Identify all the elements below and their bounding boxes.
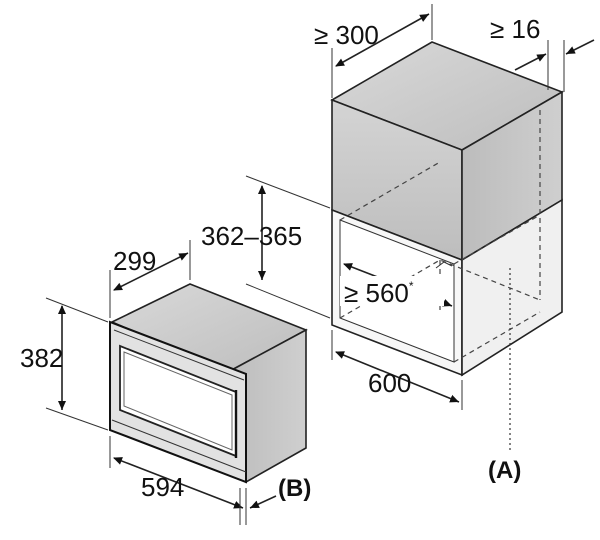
dimension-cabinet-width xyxy=(331,330,463,410)
niche-width-label-bg xyxy=(340,276,444,306)
dimension-appliance-height xyxy=(45,297,109,431)
label-appliance-depth: 299 xyxy=(113,246,156,276)
dimension-cabinet-depth xyxy=(331,4,433,98)
niche-side xyxy=(461,198,563,377)
dimension-side-clearance xyxy=(514,39,595,92)
wall-cabinet xyxy=(330,41,564,377)
label-cabinet-depth: ≥ 300 xyxy=(314,20,379,50)
label-a: (A) xyxy=(488,457,521,484)
label-appliance-width: 594 xyxy=(141,472,184,502)
dimension-appliance-depth xyxy=(109,240,191,318)
label-cabinet-width: 600 xyxy=(368,368,411,398)
dimension-appliance-width xyxy=(109,436,247,525)
label-appliance-height: 382 xyxy=(20,343,63,373)
microwave-appliance xyxy=(109,283,308,484)
label-b: (B) xyxy=(278,475,311,502)
dimension-niche-height xyxy=(245,175,331,319)
label-niche-width: ≥ 560* xyxy=(344,278,414,308)
dimension-b-clearance xyxy=(239,488,277,525)
label-side-clearance: ≥ 16 xyxy=(490,14,540,44)
label-niche-height: 362–365 xyxy=(201,221,302,251)
